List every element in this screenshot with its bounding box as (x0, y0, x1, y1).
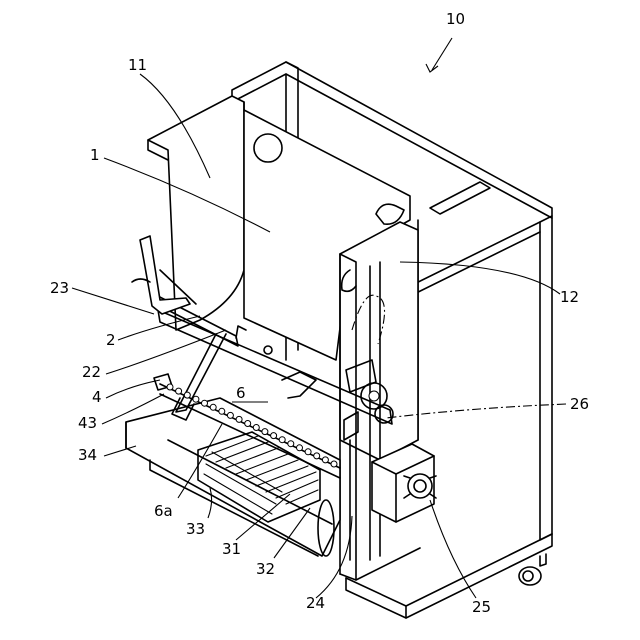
conveyor-pin (297, 445, 303, 451)
conveyor-pin (262, 429, 268, 435)
label-22: 22 (82, 363, 101, 381)
label-6a: 6a (154, 502, 173, 520)
conveyor-pin (253, 425, 259, 431)
label-6: 6 (236, 384, 246, 402)
conveyor-pin (279, 437, 285, 443)
right-panel (340, 222, 420, 580)
label-43: 43 (78, 414, 97, 432)
label-4: 4 (92, 388, 102, 406)
label-11: 11 (128, 56, 147, 74)
conveyor-pin (210, 404, 216, 410)
label-1: 1 (90, 146, 100, 164)
conveyor-pin (193, 396, 199, 402)
label-2: 2 (106, 331, 116, 349)
conveyor-pin (202, 400, 208, 406)
frying-pan (126, 398, 340, 556)
label-33: 33 (186, 520, 205, 538)
conveyor-pin (271, 433, 277, 439)
conveyor-pin (227, 412, 233, 418)
label-24: 24 (306, 594, 325, 612)
conveyor-pin (167, 384, 173, 390)
conveyor-pin (236, 416, 242, 422)
label-12: 12 (560, 288, 579, 306)
conveyor-pin (219, 408, 225, 414)
conveyor-pin (331, 461, 337, 467)
conveyor-pin (184, 392, 190, 398)
conveyor-pin (176, 388, 182, 394)
label-26: 26 (570, 395, 589, 413)
label-34: 34 (78, 446, 97, 464)
conveyor-pin (305, 449, 311, 455)
side-panel (148, 96, 244, 330)
conveyor-pin (322, 457, 328, 463)
label-31: 31 (222, 540, 241, 558)
conveyor-pin (288, 441, 294, 447)
label-32: 32 (256, 560, 275, 578)
conveyor-pin (245, 421, 251, 427)
label-23: 23 (50, 279, 69, 297)
label-25: 25 (472, 598, 491, 616)
conveyor-pin (314, 453, 320, 459)
label-10: 10 (446, 10, 465, 28)
